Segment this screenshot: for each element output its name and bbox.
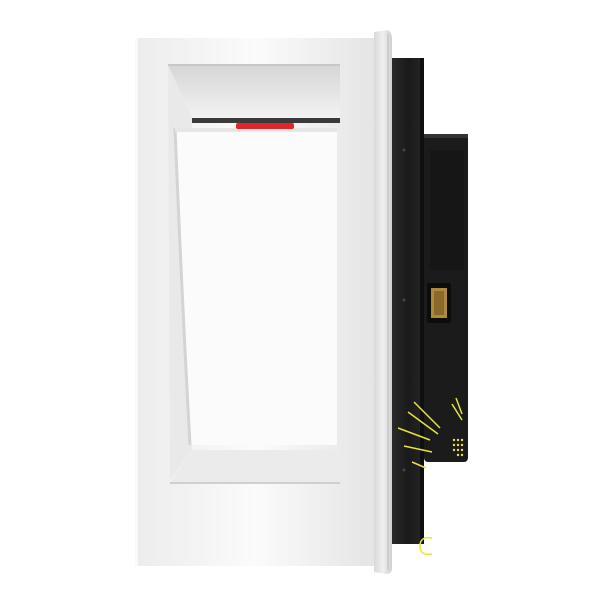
faceplate-edge	[374, 30, 392, 574]
terminal-icon	[427, 283, 451, 323]
switch-housing	[392, 58, 468, 544]
indicator-led-icon	[236, 123, 294, 129]
yellow-markings	[397, 397, 463, 556]
rocker-paddle	[173, 127, 337, 446]
yellow-dots	[452, 438, 464, 457]
housing-holes	[402, 148, 406, 472]
